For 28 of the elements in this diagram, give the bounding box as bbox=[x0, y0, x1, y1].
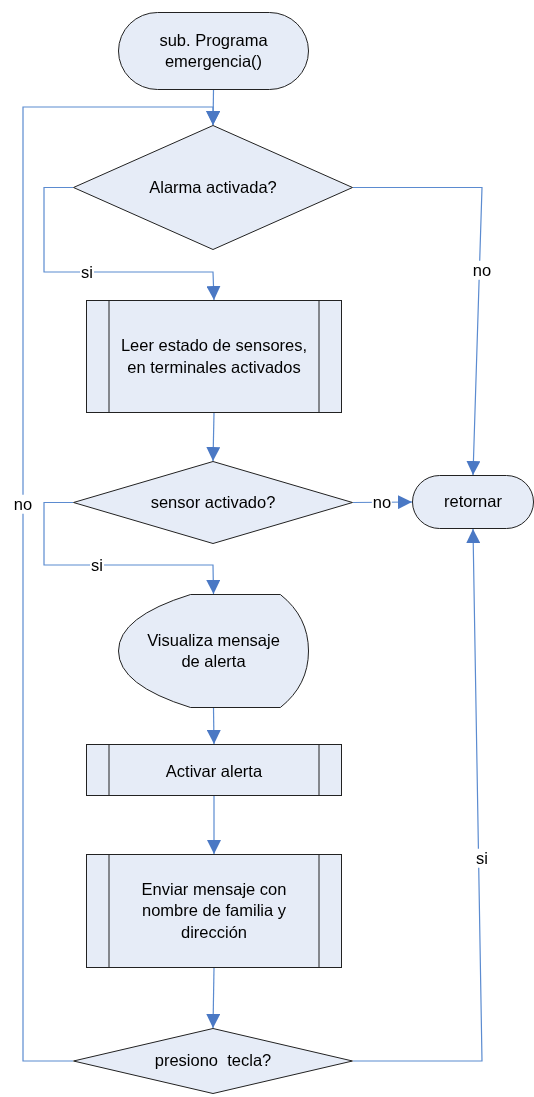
arrow bbox=[352, 186, 483, 476]
edge-label: no bbox=[12, 494, 34, 514]
predefined-process-box bbox=[86, 300, 342, 413]
arrow bbox=[207, 795, 221, 855]
step-label: Visualiza mensaje de alerta bbox=[146, 629, 281, 672]
step-label: Activar alerta bbox=[165, 761, 263, 783]
decision-diamond bbox=[73, 461, 353, 544]
edge-label: no bbox=[471, 260, 493, 280]
step-label: sub. Programa emergencia() bbox=[158, 29, 269, 72]
display-shape bbox=[118, 594, 309, 708]
arrow bbox=[352, 528, 483, 1062]
step-label: Leer estado de sensores, en terminales activados bbox=[119, 335, 309, 378]
arrow bbox=[206, 707, 221, 745]
edge-label: si bbox=[475, 848, 489, 868]
predefined-process-box bbox=[86, 854, 342, 968]
step-label: presiono tecla? bbox=[154, 1050, 272, 1072]
step-label: Enviar mensaje con nombre de familia y dirección bbox=[140, 878, 288, 943]
decision-diamond bbox=[73, 125, 353, 250]
arrow bbox=[22, 106, 220, 1062]
arrow bbox=[43, 501, 221, 595]
decision-diamond bbox=[73, 1028, 353, 1094]
terminal-shape bbox=[412, 475, 534, 529]
step-label: retornar bbox=[444, 491, 502, 513]
arrow bbox=[206, 412, 221, 462]
arrow bbox=[43, 186, 221, 301]
step-label: sensor activado? bbox=[150, 491, 276, 513]
step-label: Alarma activada? bbox=[149, 176, 277, 198]
arrow bbox=[206, 967, 221, 1029]
